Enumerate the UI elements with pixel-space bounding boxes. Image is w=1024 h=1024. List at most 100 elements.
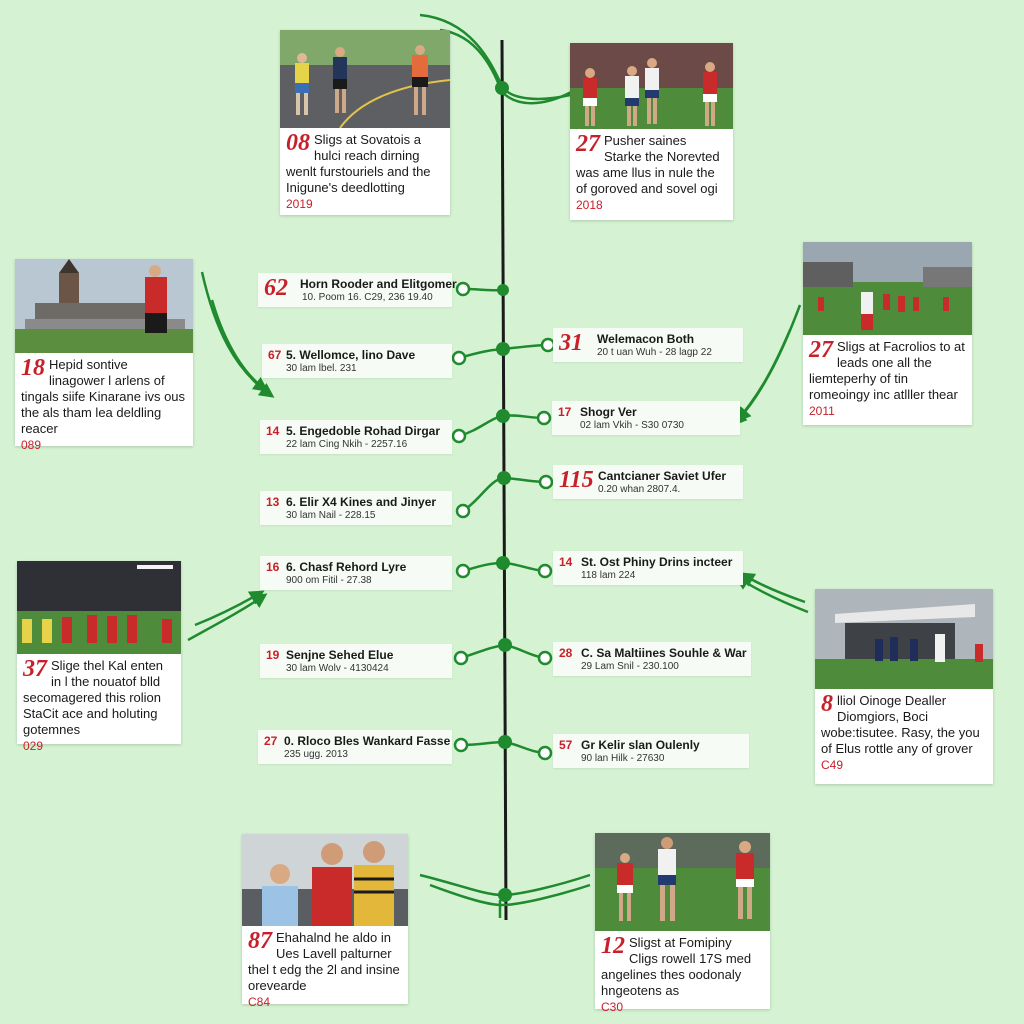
label-title: Gr Kelir slan Oulenly [581, 738, 700, 752]
photo-card-low-left[interactable]: 37 Slige thel Kal enten in l the nouatof… [17, 561, 181, 753]
label-title: Cantcianer Saviet Ufer [598, 469, 727, 483]
photo-team-stadium [17, 561, 181, 654]
timeline-label-left[interactable]: 19 Senjne Sehed Elue 30 lam Wolv - 41304… [260, 644, 452, 678]
photo-card-bottom-right[interactable]: 12 Sligst at Fomipiny Cligs rowell 17S m… [595, 833, 770, 1014]
label-number: 16 [266, 560, 280, 574]
photo-sideline-shelter [815, 589, 993, 689]
photo-caption: 37 Slige thel Kal enten in l the nouatof… [17, 654, 181, 753]
label-number: 67 [268, 348, 282, 362]
photo-caption: 27 Sligs at Facrolios to at leads one al… [803, 335, 972, 425]
photo-players-street [280, 30, 450, 128]
caption-year: 2019 [286, 197, 313, 211]
photo-player-tower [15, 259, 193, 353]
label-subtitle: 900 om Fitil - 27.38 [286, 575, 372, 586]
timeline-label-right[interactable]: 57 Gr Kelir slan Oulenly 90 lan Hilk - 2… [553, 734, 749, 768]
label-subtitle: 235 ugg. 2013 [284, 749, 348, 760]
photo-players-pitch [595, 833, 770, 931]
timeline-label-left[interactable]: 13 6. Elir X4 Kines and Jinyer 30 lam Na… [260, 491, 452, 525]
photo-card-top-left[interactable]: 08 Sligs at Sovatois a hulci reach dirni… [280, 30, 450, 215]
label-number: 62 [264, 275, 288, 301]
photo-card-top-right[interactable]: 27 Pusher saines Starke the Norevted was… [570, 43, 733, 220]
caption-number: 18 [21, 355, 45, 381]
caption-number: 87 [248, 928, 272, 954]
label-number: 57 [559, 738, 573, 752]
caption-number: 8 [821, 691, 833, 717]
photo-caption: 27 Pusher saines Starke the Norevted was… [570, 129, 733, 220]
timeline-label-right[interactable]: 14 St. Ost Phiny Drins incteer 118 lam 2… [553, 551, 743, 585]
caption-year: 2011 [809, 404, 835, 418]
timeline-label-right[interactable]: 28 C. Sa Maltiines Souhle & War 29 Lam S… [553, 642, 751, 676]
label-title: C. Sa Maltiines Souhle & War [581, 646, 747, 660]
label-subtitle: 20 t uan Wuh - 28 lagp 22 [597, 347, 712, 358]
label-subtitle: 90 lan Hilk - 27630 [581, 753, 665, 764]
timeline-label-left[interactable]: 14 5. Engedoble Rohad Dirgar 22 lam Cing… [260, 420, 452, 454]
label-number: 27 [264, 734, 278, 748]
label-number: 115 [559, 467, 594, 493]
label-subtitle: 10. Poom 16. C29, 236 19.40 [302, 292, 433, 303]
photo-players-stadium [570, 43, 733, 129]
caption-year: 2018 [576, 198, 603, 212]
label-subtitle: 29 Lam Snil - 230.100 [581, 661, 679, 672]
caption-number: 27 [576, 131, 600, 157]
label-subtitle: 30 lam Wolv - 4130424 [286, 663, 389, 674]
photo-caption: 12 Sligst at Fomipiny Cligs rowell 17S m… [595, 931, 770, 1014]
label-subtitle: 22 lam Cing Nkih - 2257.16 [286, 439, 408, 450]
label-title: 5. Engedoble Rohad Dirgar [286, 424, 441, 438]
photo-caption: 87 Ehahalnd he aldo in Ues Lavell paltur… [242, 926, 408, 1009]
caption-year: C84 [248, 995, 271, 1009]
label-connectors [458, 287, 549, 755]
photo-caption: 8 lliol Oinoge Dealler Diomgiors, Boci w… [815, 689, 993, 784]
label-title: Welemacon Both [597, 332, 695, 346]
caption-year: C30 [601, 1000, 624, 1014]
caption-number: 12 [601, 933, 625, 959]
timeline-label-left[interactable]: 16 6. Chasf Rehord Lyre 900 om Fitil - 2… [260, 556, 452, 590]
timeline-label-right[interactable]: 31 Welemacon Both 20 t uan Wuh - 28 lagp… [553, 328, 743, 362]
label-title: 0. Rloco Bles Wankard Fasse [284, 734, 451, 748]
label-number: 31 [559, 330, 583, 356]
timeline-label-left[interactable]: 62 Horn Rooder and Elitgomer 10. Poom 16… [258, 273, 457, 307]
label-number: 14 [559, 555, 573, 569]
photo-match-field [803, 242, 972, 335]
label-title: Horn Rooder and Elitgomer [300, 277, 457, 291]
label-number: 13 [266, 495, 280, 509]
caption-number: 08 [286, 130, 310, 156]
timeline-label-left[interactable]: 27 0. Rloco Bles Wankard Fasse 235 ugg. … [258, 730, 452, 764]
label-number: 17 [558, 405, 572, 419]
caption-text: Ehahalnd he aldo in Ues Lavell palturner… [248, 930, 400, 993]
caption-number: 27 [809, 337, 833, 363]
timeline-label-right[interactable]: 115 Cantcianer Saviet Ufer 0.20 whan 280… [553, 465, 743, 499]
label-subtitle: 02 lam Vkih - S30 0730 [580, 420, 684, 431]
label-subtitle: 30 lam lbel. 231 [286, 363, 357, 374]
caption-number: 37 [23, 656, 47, 682]
timeline-label-right[interactable]: 17 Shogr Ver 02 lam Vkih - S30 0730 [552, 401, 740, 435]
caption-text: lliol Oinoge Dealler Diomgiors, Boci wob… [821, 693, 980, 756]
caption-text: Sligst at Fomipiny Cligs rowell 17S med … [601, 935, 752, 998]
caption-year: 029 [23, 739, 44, 753]
label-number: 19 [266, 648, 280, 662]
photo-caption: 08 Sligs at Sovatois a hulci reach dirni… [280, 128, 450, 215]
timeline-label-left[interactable]: 67 5. Wellomce, lino Dave 30 lam lbel. 2… [262, 344, 452, 378]
label-title: 5. Wellomce, lino Dave [286, 348, 416, 362]
photo-three-players [242, 834, 408, 926]
photo-card-mid-left[interactable]: 18 Hepid sontive linagower l arlens of t… [15, 259, 193, 452]
label-title: Senjne Sehed Elue [286, 648, 394, 662]
label-subtitle: 0.20 whan 2807.4. [598, 484, 681, 495]
caption-year: 089 [21, 438, 42, 452]
bottom-swoosh [419, 873, 591, 918]
timeline-spine [500, 39, 508, 921]
label-number: 14 [266, 424, 280, 438]
label-number: 28 [559, 646, 573, 660]
label-title: St. Ost Phiny Drins incteer [581, 555, 733, 569]
caption-text: Sligs at Facrolios to at leads one all t… [809, 339, 965, 402]
photo-card-mid-right[interactable]: 27 Sligs at Facrolios to at leads one al… [803, 242, 972, 425]
caption-text: Sligs at Sovatois a hulci reach dirning … [286, 132, 431, 195]
caption-text: Pusher saines Starke the Norevted was am… [576, 133, 720, 196]
photo-caption: 18 Hepid sontive linagower l arlens of t… [15, 353, 193, 452]
label-title: 6. Elir X4 Kines and Jinyer [286, 495, 437, 509]
caption-text: Slige thel Kal enten in l the nouatof bl… [23, 658, 164, 737]
caption-year: C49 [821, 758, 844, 772]
caption-text: Hepid sontive linagower l arlens of ting… [21, 357, 186, 436]
photo-card-bottom-left[interactable]: 87 Ehahalnd he aldo in Ues Lavell paltur… [242, 834, 408, 1009]
photo-card-low-right[interactable]: 8 lliol Oinoge Dealler Diomgiors, Boci w… [815, 589, 993, 784]
